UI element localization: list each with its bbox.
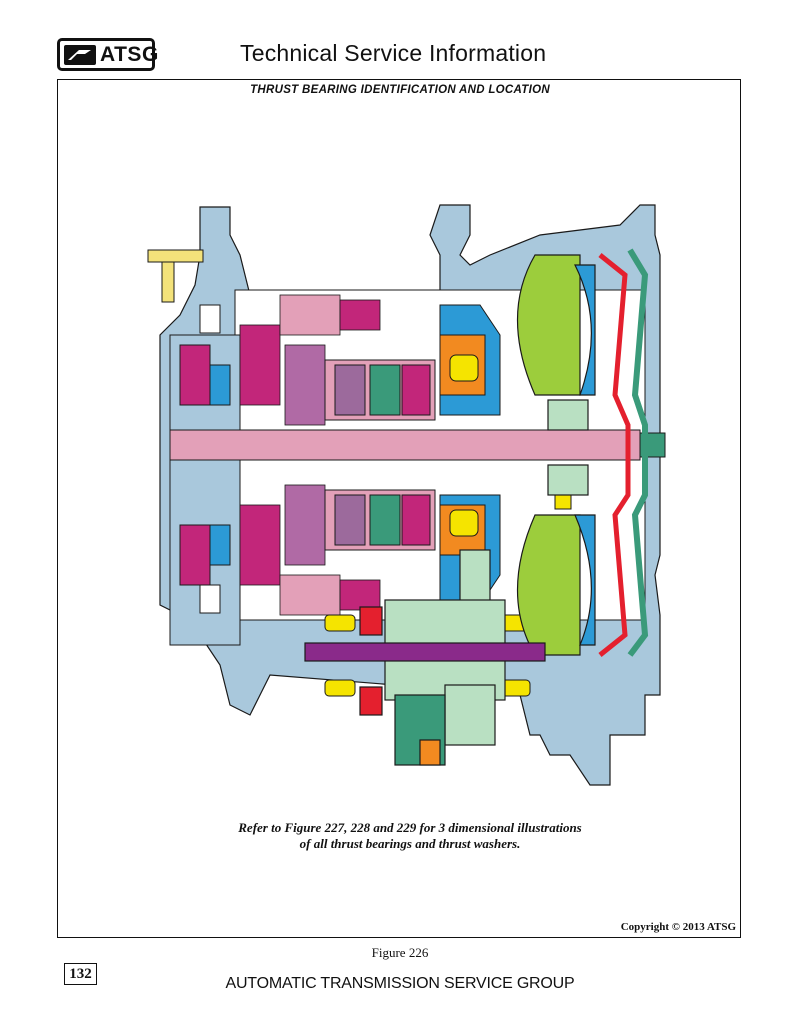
- atsg-logo: ATSG: [57, 38, 158, 71]
- page-number: 132: [64, 963, 97, 985]
- planetary-gearsets: [324, 359, 436, 551]
- front-housing: [169, 304, 241, 646]
- main-shaft: [169, 429, 641, 461]
- transmission-cross-section-diagram: [147, 204, 666, 786]
- clutch-packs: [239, 294, 381, 616]
- transfer-gear-assembly: [304, 549, 546, 766]
- figure-frame: [57, 79, 741, 938]
- torque-converter: [517, 248, 649, 657]
- copyright-text: Copyright © 2013 ATSG: [620, 921, 736, 933]
- page-title: Technical Service Information: [240, 40, 547, 66]
- logo-text: ATSG: [100, 43, 159, 66]
- figure-note-line-1: Refer to Figure 227, 228 and 229 for 3 d…: [238, 820, 582, 835]
- figure-caption: Figure 226: [371, 945, 429, 960]
- footer-org-name: AUTOMATIC TRANSMISSION SERVICE GROUP: [225, 975, 575, 992]
- parking-pawl: [147, 249, 204, 303]
- figure-note-line-2: of all thrust bearings and thrust washer…: [299, 836, 521, 851]
- figure-title: THRUST BEARING IDENTIFICATION AND LOCATI…: [250, 84, 550, 96]
- atsg-emblem-icon: [64, 45, 96, 65]
